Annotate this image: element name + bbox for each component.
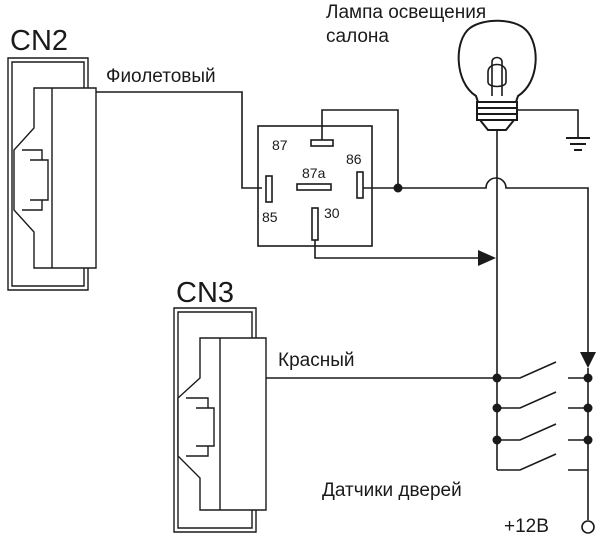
door-switch-4: [497, 453, 588, 471]
relay-pin-86-label: 86: [346, 151, 362, 167]
lamp-label-line1: Лампа освещения: [326, 2, 486, 23]
relay-contact-86: [356, 171, 364, 199]
violet-wire-label: Фиолетовый: [106, 66, 216, 87]
cn2-label: CN2: [10, 25, 68, 57]
relay-pin-85-label: 85: [262, 209, 278, 225]
lamp-label-line2: салона: [326, 26, 389, 47]
relay-contact-30: [311, 207, 319, 241]
power-terminal-icon: [581, 520, 595, 534]
relay-87-loop-wire: [321, 109, 399, 188]
lamp-icon: [457, 19, 537, 131]
relay-pin-87-label: 87: [272, 137, 288, 153]
violet-wire: [96, 91, 262, 189]
arrow-pin-30: [478, 250, 496, 266]
door-switch-3: [492, 423, 593, 445]
door-switch-1: [492, 361, 593, 383]
ground-icon: [566, 137, 590, 151]
cn3-connector: [173, 307, 267, 533]
junction-dot: [393, 183, 403, 193]
relay-pin-87a-label: 87a: [302, 165, 326, 181]
door-switch-2: [492, 391, 593, 413]
relay-pin-30-label: 30: [324, 205, 340, 221]
relay-86-wire: [363, 177, 589, 358]
relay-30-wire: [314, 240, 484, 259]
relay-contact-87a: [296, 183, 332, 191]
lamp-ground-wire: [517, 109, 579, 138]
door-sensors-label: Датчики дверей: [322, 480, 462, 501]
relay-contact-85: [265, 175, 273, 203]
power-label: +12В: [504, 516, 549, 537]
red-wire-label: Красный: [278, 350, 354, 371]
arrow-right-rail: [580, 352, 596, 368]
cn2-connector: [7, 57, 97, 291]
cn3-label: CN3: [176, 277, 234, 309]
relay-contact-87: [310, 139, 334, 147]
